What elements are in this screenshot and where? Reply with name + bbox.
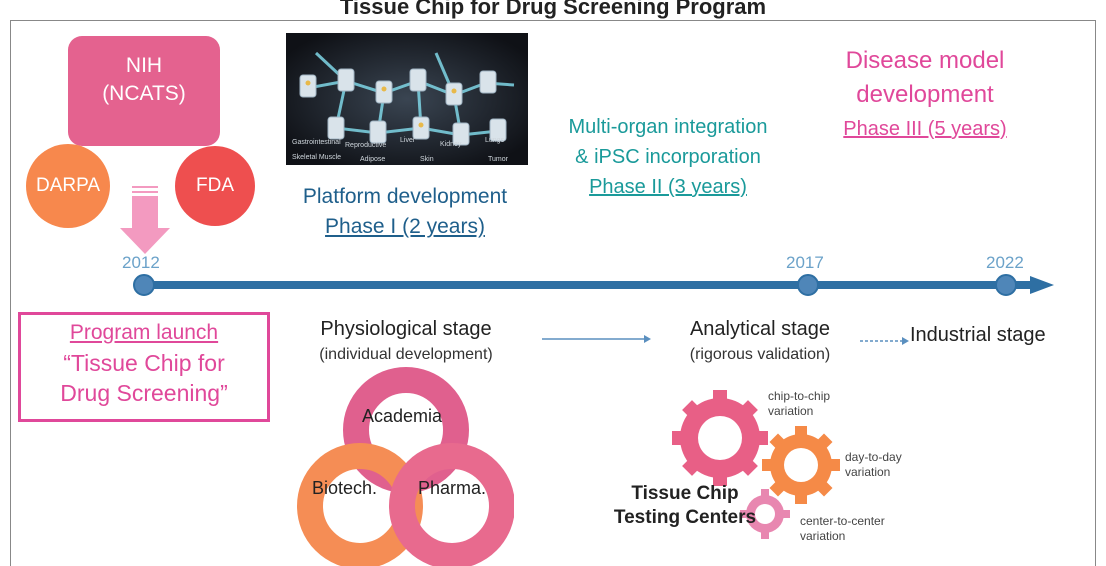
- gear3-line2: variation: [800, 529, 846, 543]
- phase1-title: Platform development: [302, 185, 508, 208]
- organ-label-liver: Liver: [400, 137, 416, 144]
- timeline-arrowhead: [1030, 276, 1054, 294]
- timeline-node-2017: [797, 274, 819, 296]
- phase3-block: Disease model development Phase III (5 y…: [800, 44, 1050, 146]
- timeline-node-2012: [133, 274, 155, 296]
- venn-academia-label: Academia: [362, 406, 443, 426]
- darpa-circle: DARPA: [26, 144, 110, 228]
- darpa-label: DARPA: [35, 175, 101, 196]
- physiological-title: Physiological stage: [320, 318, 492, 340]
- physiological-sub: (individual development): [319, 346, 493, 363]
- launch-line1: Program launch: [69, 321, 219, 344]
- analytical-stage: Analytical stage (rigorous validation): [650, 316, 870, 368]
- gear3-label: center-to-center variation: [800, 514, 885, 544]
- gear-chip-icon: [672, 390, 768, 486]
- organ-label-skeletal: Skeletal Muscle: [292, 154, 342, 161]
- fda-label: FDA: [196, 175, 234, 196]
- phase3-label: Phase III (5 years): [843, 118, 1007, 140]
- organ-label-adipose: Adipose: [360, 156, 386, 163]
- gear-day-icon: [762, 426, 840, 504]
- program-launch-text: Program launch “Tissue Chip for Drug Scr…: [18, 318, 270, 408]
- program-launch-box: [18, 312, 270, 422]
- testing-title-line1: Tissue Chip: [631, 483, 739, 504]
- launch-line3: Drug Screening”: [60, 380, 228, 406]
- gears: [672, 390, 840, 539]
- timeline: [133, 274, 1054, 296]
- organ-label-kidney: Kidney: [440, 141, 462, 148]
- gear-center-icon: [740, 489, 790, 539]
- phase2-label: Phase II (3 years): [589, 176, 747, 198]
- phase2-title-line1: Multi-organ integration: [568, 116, 768, 138]
- testing-title-line2: Testing Centers: [613, 507, 757, 528]
- gear2-line1: day-to-day: [845, 450, 902, 464]
- organ-network-image: [286, 33, 528, 165]
- phase3-title-line2: development: [856, 81, 994, 108]
- gear3-line1: center-to-center: [800, 514, 885, 528]
- organ-label-reproductive: Reproductive: [345, 142, 387, 149]
- figure-title: Tissue Chip for Drug Screening Program: [339, 0, 767, 19]
- venn-rings: [297, 367, 514, 566]
- testing-centers-title: Tissue Chip Testing Centers: [610, 482, 760, 530]
- phase1-label: Phase I (2 years): [325, 215, 485, 238]
- year-2022: 2022: [986, 253, 1024, 272]
- organ-label-tumor: Tumor: [488, 156, 508, 163]
- phase1-block: Platform development Phase I (2 years): [270, 182, 540, 242]
- nih-line2: (NCATS): [102, 82, 186, 105]
- fda-circle: FDA: [175, 146, 255, 226]
- phase2-title-line2: & iPSC incorporation: [575, 146, 761, 168]
- timeline-node-2022: [995, 274, 1017, 296]
- figure-frame: [10, 20, 1096, 566]
- analytical-title: Analytical stage: [689, 318, 831, 340]
- venn-pharma-label: Pharma.: [418, 478, 487, 498]
- phase3-title-line1: Disease model: [845, 47, 1005, 74]
- physiological-stage: Physiological stage (individual developm…: [276, 316, 536, 368]
- gear1-line2: variation: [768, 404, 814, 418]
- gear2-label: day-to-day variation: [845, 450, 902, 480]
- launch-line2: “Tissue Chip for: [63, 350, 225, 376]
- organ-label-lungs: Lungs: [485, 137, 505, 144]
- gear1-line1: chip-to-chip: [768, 389, 831, 403]
- nih-label: NIH (NCATS): [68, 52, 220, 108]
- year-2017: 2017: [786, 253, 824, 272]
- nih-line1: NIH: [125, 54, 163, 77]
- organ-label-gi: Gastrointestinal: [292, 139, 341, 146]
- organ-network-graphic: [286, 33, 528, 165]
- analytical-sub: (rigorous validation): [689, 346, 831, 363]
- year-2012: 2012: [122, 253, 160, 272]
- venn-ring-pharma: [389, 443, 514, 566]
- gear2-line2: variation: [845, 465, 891, 479]
- industrial-stage: Industrial stage: [910, 324, 1046, 346]
- organ-label-skin: Skin: [420, 156, 434, 163]
- down-arrow-icon: [120, 186, 170, 254]
- arrow-right-icon: [542, 335, 651, 343]
- gear1-label: chip-to-chip variation: [768, 389, 830, 419]
- phase2-block: Multi-organ integration & iPSC incorpora…: [526, 112, 810, 202]
- timeline-bar: [140, 281, 1035, 289]
- nih-box: [68, 36, 220, 146]
- dashed-arrow-icon: [860, 337, 909, 345]
- venn-biotech-label: Biotech.: [312, 478, 378, 498]
